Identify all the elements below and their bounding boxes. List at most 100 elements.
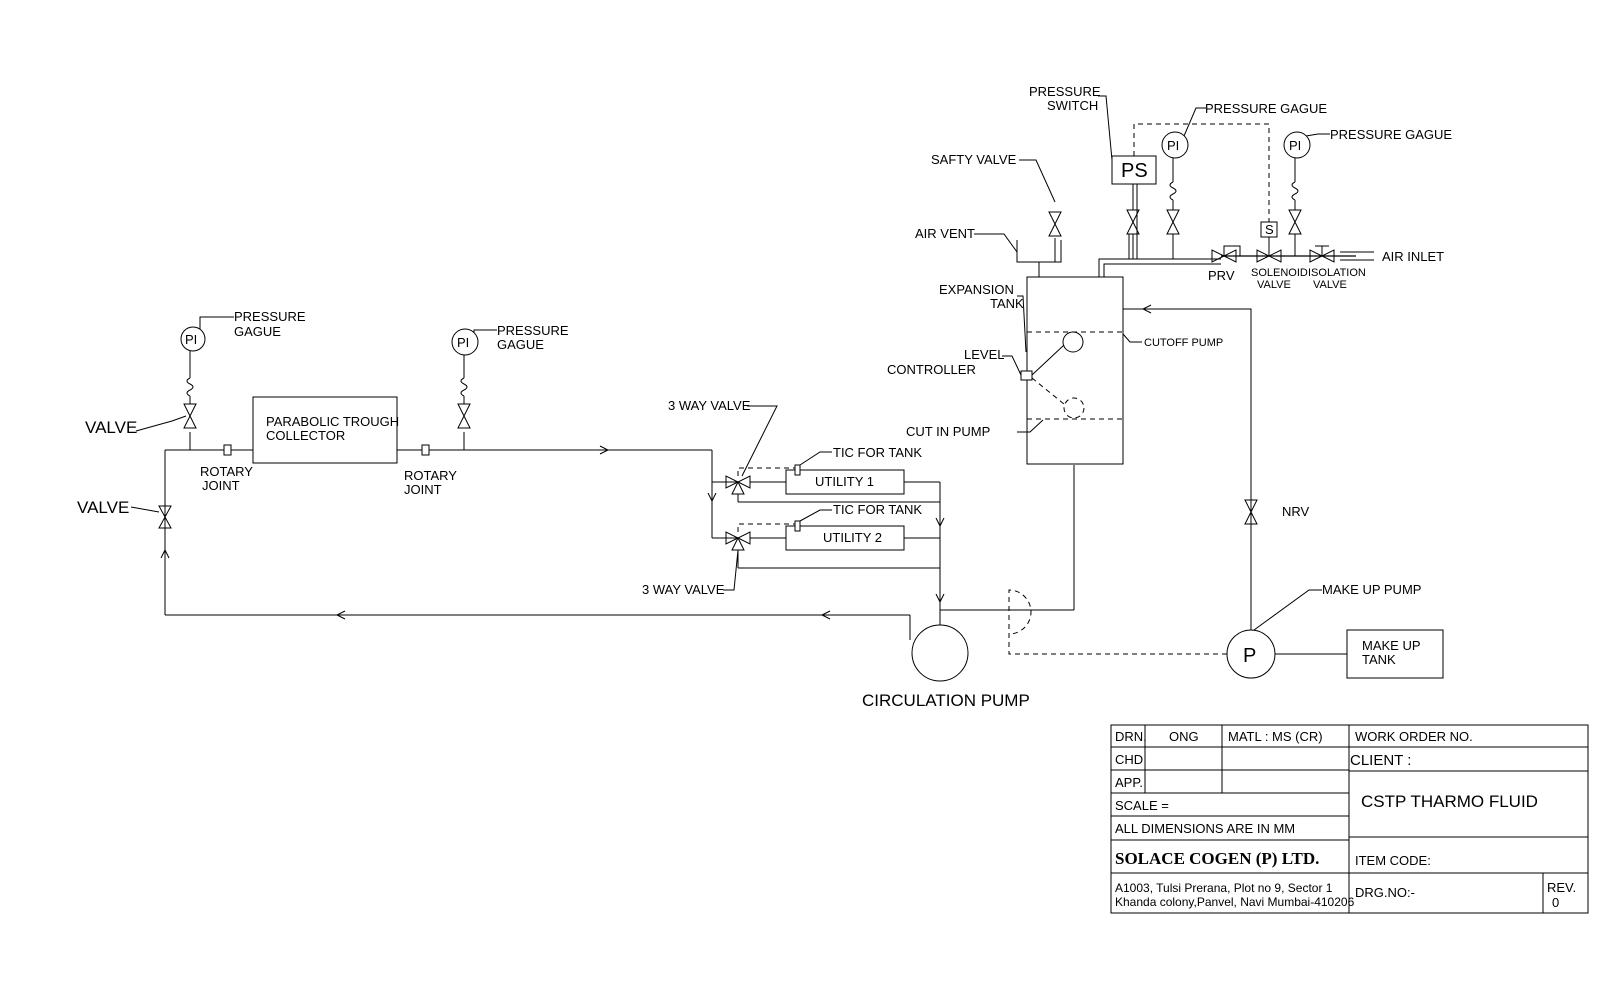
- tic-1-leader: [799, 451, 832, 466]
- nrv-label: NRV: [1282, 504, 1310, 519]
- expansion-tank-internals: [1020, 331, 1123, 420]
- pressure-gauge-top-2: PI: [1283, 131, 1330, 256]
- rotary-joint-right-l1: ROTARY: [404, 468, 457, 483]
- isolation-valve: [1309, 245, 1335, 263]
- solenoid-valve: S: [1256, 221, 1282, 263]
- three-way-valve-top-leader: [741, 405, 778, 477]
- make-up-piping: [1008, 304, 1347, 655]
- valve-top-label: VALVE: [85, 418, 137, 437]
- three-way-valve-1: [725, 467, 940, 503]
- tb-work-order: WORK ORDER NO.: [1355, 729, 1473, 744]
- rotary-joint-left-l1: ROTARY: [200, 464, 253, 479]
- tb-scale: SCALE =: [1115, 798, 1169, 813]
- collector-label-l1: PARABOLIC TROUGH: [266, 414, 399, 429]
- tb-address-l2: Khanda colony,Panvel, Navi Mumbai-410206: [1115, 895, 1355, 909]
- three-way-valve-bottom-leader: [723, 549, 739, 591]
- pressure-switch-l2: SWITCH: [1047, 98, 1098, 113]
- make-up-tank: [1346, 629, 1444, 679]
- pressure-switch-leader: [1098, 95, 1113, 161]
- tic-sensor-1: [794, 464, 801, 476]
- air-vent-label: AIR VENT: [915, 226, 975, 241]
- isolation-label-l1: ISOLATION: [1308, 267, 1366, 279]
- main-loop-piping: [160, 445, 911, 640]
- pressure-gague-left-l1: PRESSURE: [234, 309, 306, 324]
- pressure-switch: PS: [1111, 155, 1157, 259]
- level-controller-leader: [1002, 355, 1022, 376]
- solenoid-label-l1: SOLENOID: [1251, 267, 1308, 279]
- make-up-pump: [1226, 629, 1276, 679]
- solenoid-s-text: S: [1265, 222, 1274, 237]
- utility-2-label: UTILITY 2: [823, 530, 882, 545]
- pressure-gague-left-l2: GAGUE: [234, 324, 281, 339]
- tb-matl: MATL : MS (CR): [1228, 729, 1323, 744]
- make-up-tank-l2: TANK: [1362, 652, 1396, 667]
- tb-dimensions-note: ALL DIMENSIONS ARE IN MM: [1115, 821, 1295, 836]
- pressure-gauge-left: PI: [180, 316, 234, 450]
- ps-solenoid-signal: [1133, 123, 1270, 222]
- make-up-pump-p-text: P: [1243, 645, 1256, 667]
- pi-top1-text: PI: [1167, 138, 1179, 153]
- rotary-joint-left-l2: JOINT: [202, 478, 240, 493]
- make-up-pump-leader: [1253, 589, 1322, 631]
- level-controller-l1: LEVEL: [964, 347, 1004, 362]
- valve-left: [158, 505, 172, 529]
- tb-drn-label: DRN.: [1115, 729, 1147, 744]
- tb-address-l1: A1003, Tulsi Prerana, Plot no 9, Sector …: [1115, 881, 1333, 895]
- rotary-joint-left: [223, 444, 232, 456]
- pressure-switch-l1: PRESSURE: [1029, 84, 1101, 99]
- tb-item-code: ITEM CODE:: [1355, 853, 1431, 868]
- pressure-gauge-mid: PI: [451, 328, 497, 450]
- utility-2: [785, 525, 905, 551]
- circulation-pump: [911, 624, 969, 682]
- pi-top2-text: PI: [1289, 138, 1301, 153]
- collector-label-l2: COLLECTOR: [266, 428, 345, 443]
- tb-company: SOLACE COGEN (P) LTD.: [1115, 849, 1319, 868]
- solenoid-label-l2: VALVE: [1257, 279, 1291, 291]
- prv-valve: [1211, 245, 1241, 263]
- tb-app-label: APP.: [1115, 775, 1143, 790]
- expansion-tank-l1: EXPANSION: [939, 282, 1014, 297]
- isolation-label-l2: VALVE: [1313, 279, 1347, 291]
- tic-2-leader: [799, 509, 832, 522]
- tb-project: CSTP THARMO FLUID: [1361, 792, 1538, 811]
- pressure-gague-top1-label: PRESSURE GAGUE: [1205, 101, 1327, 116]
- tb-drn-value: ONG: [1169, 729, 1199, 744]
- tb-client: CLIENT :: [1350, 752, 1411, 769]
- cutoff-pump-leader: [1122, 333, 1142, 343]
- utility-1: [785, 469, 905, 495]
- pressure-gague-top2-label: PRESSURE GAGUE: [1330, 127, 1452, 142]
- air-vent-and-safety-valve: [1016, 211, 1062, 277]
- valve-left-leader: [130, 506, 160, 513]
- tic-1-label: TIC FOR TANK: [833, 445, 922, 460]
- expansion-tank-leader: [1017, 295, 1027, 353]
- valve-left-label: VALVE: [77, 498, 129, 517]
- air-inlet-label: AIR INLET: [1382, 249, 1444, 264]
- cut-in-pump-label: CUT IN PUMP: [906, 424, 990, 439]
- pressure-gague-mid-l2: GAGUE: [497, 337, 544, 352]
- pressure-gague-mid-l1: PRESSURE: [497, 323, 569, 338]
- tb-rev-value: 0: [1552, 895, 1559, 910]
- tic-2-label: TIC FOR TANK: [833, 502, 922, 517]
- make-up-pump-label: MAKE UP PUMP: [1322, 582, 1421, 597]
- valve-top-leader: [135, 415, 187, 432]
- cutoff-pump-label: CUTOFF PUMP: [1144, 337, 1223, 349]
- level-controller-l2: CONTROLLER: [887, 362, 976, 377]
- prv-label: PRV: [1208, 268, 1235, 283]
- rotary-joint-right: [421, 444, 430, 456]
- pi-left-text: PI: [185, 332, 197, 347]
- air-vent-leader: [974, 233, 1018, 253]
- circulation-pump-label: CIRCULATION PUMP: [862, 691, 1030, 710]
- three-way-valve-top-label: 3 WAY VALVE: [668, 398, 751, 413]
- tb-drg-no: DRG.NO:-: [1355, 885, 1415, 900]
- safety-valve-leader: [1019, 159, 1056, 203]
- utility-1-label: UTILITY 1: [815, 474, 874, 489]
- ps-text: PS: [1121, 160, 1148, 182]
- expansion-tank-l2: TANK: [990, 296, 1024, 311]
- utility-outlet-piping: [904, 465, 1075, 640]
- rotary-joint-right-l2: JOINT: [404, 482, 442, 497]
- pressure-gauge-top-1: PI: [1161, 107, 1206, 259]
- tb-chd-label: CHD: [1115, 752, 1143, 767]
- parabolic-trough-collector: [252, 396, 398, 464]
- expansion-tank: [1026, 276, 1124, 465]
